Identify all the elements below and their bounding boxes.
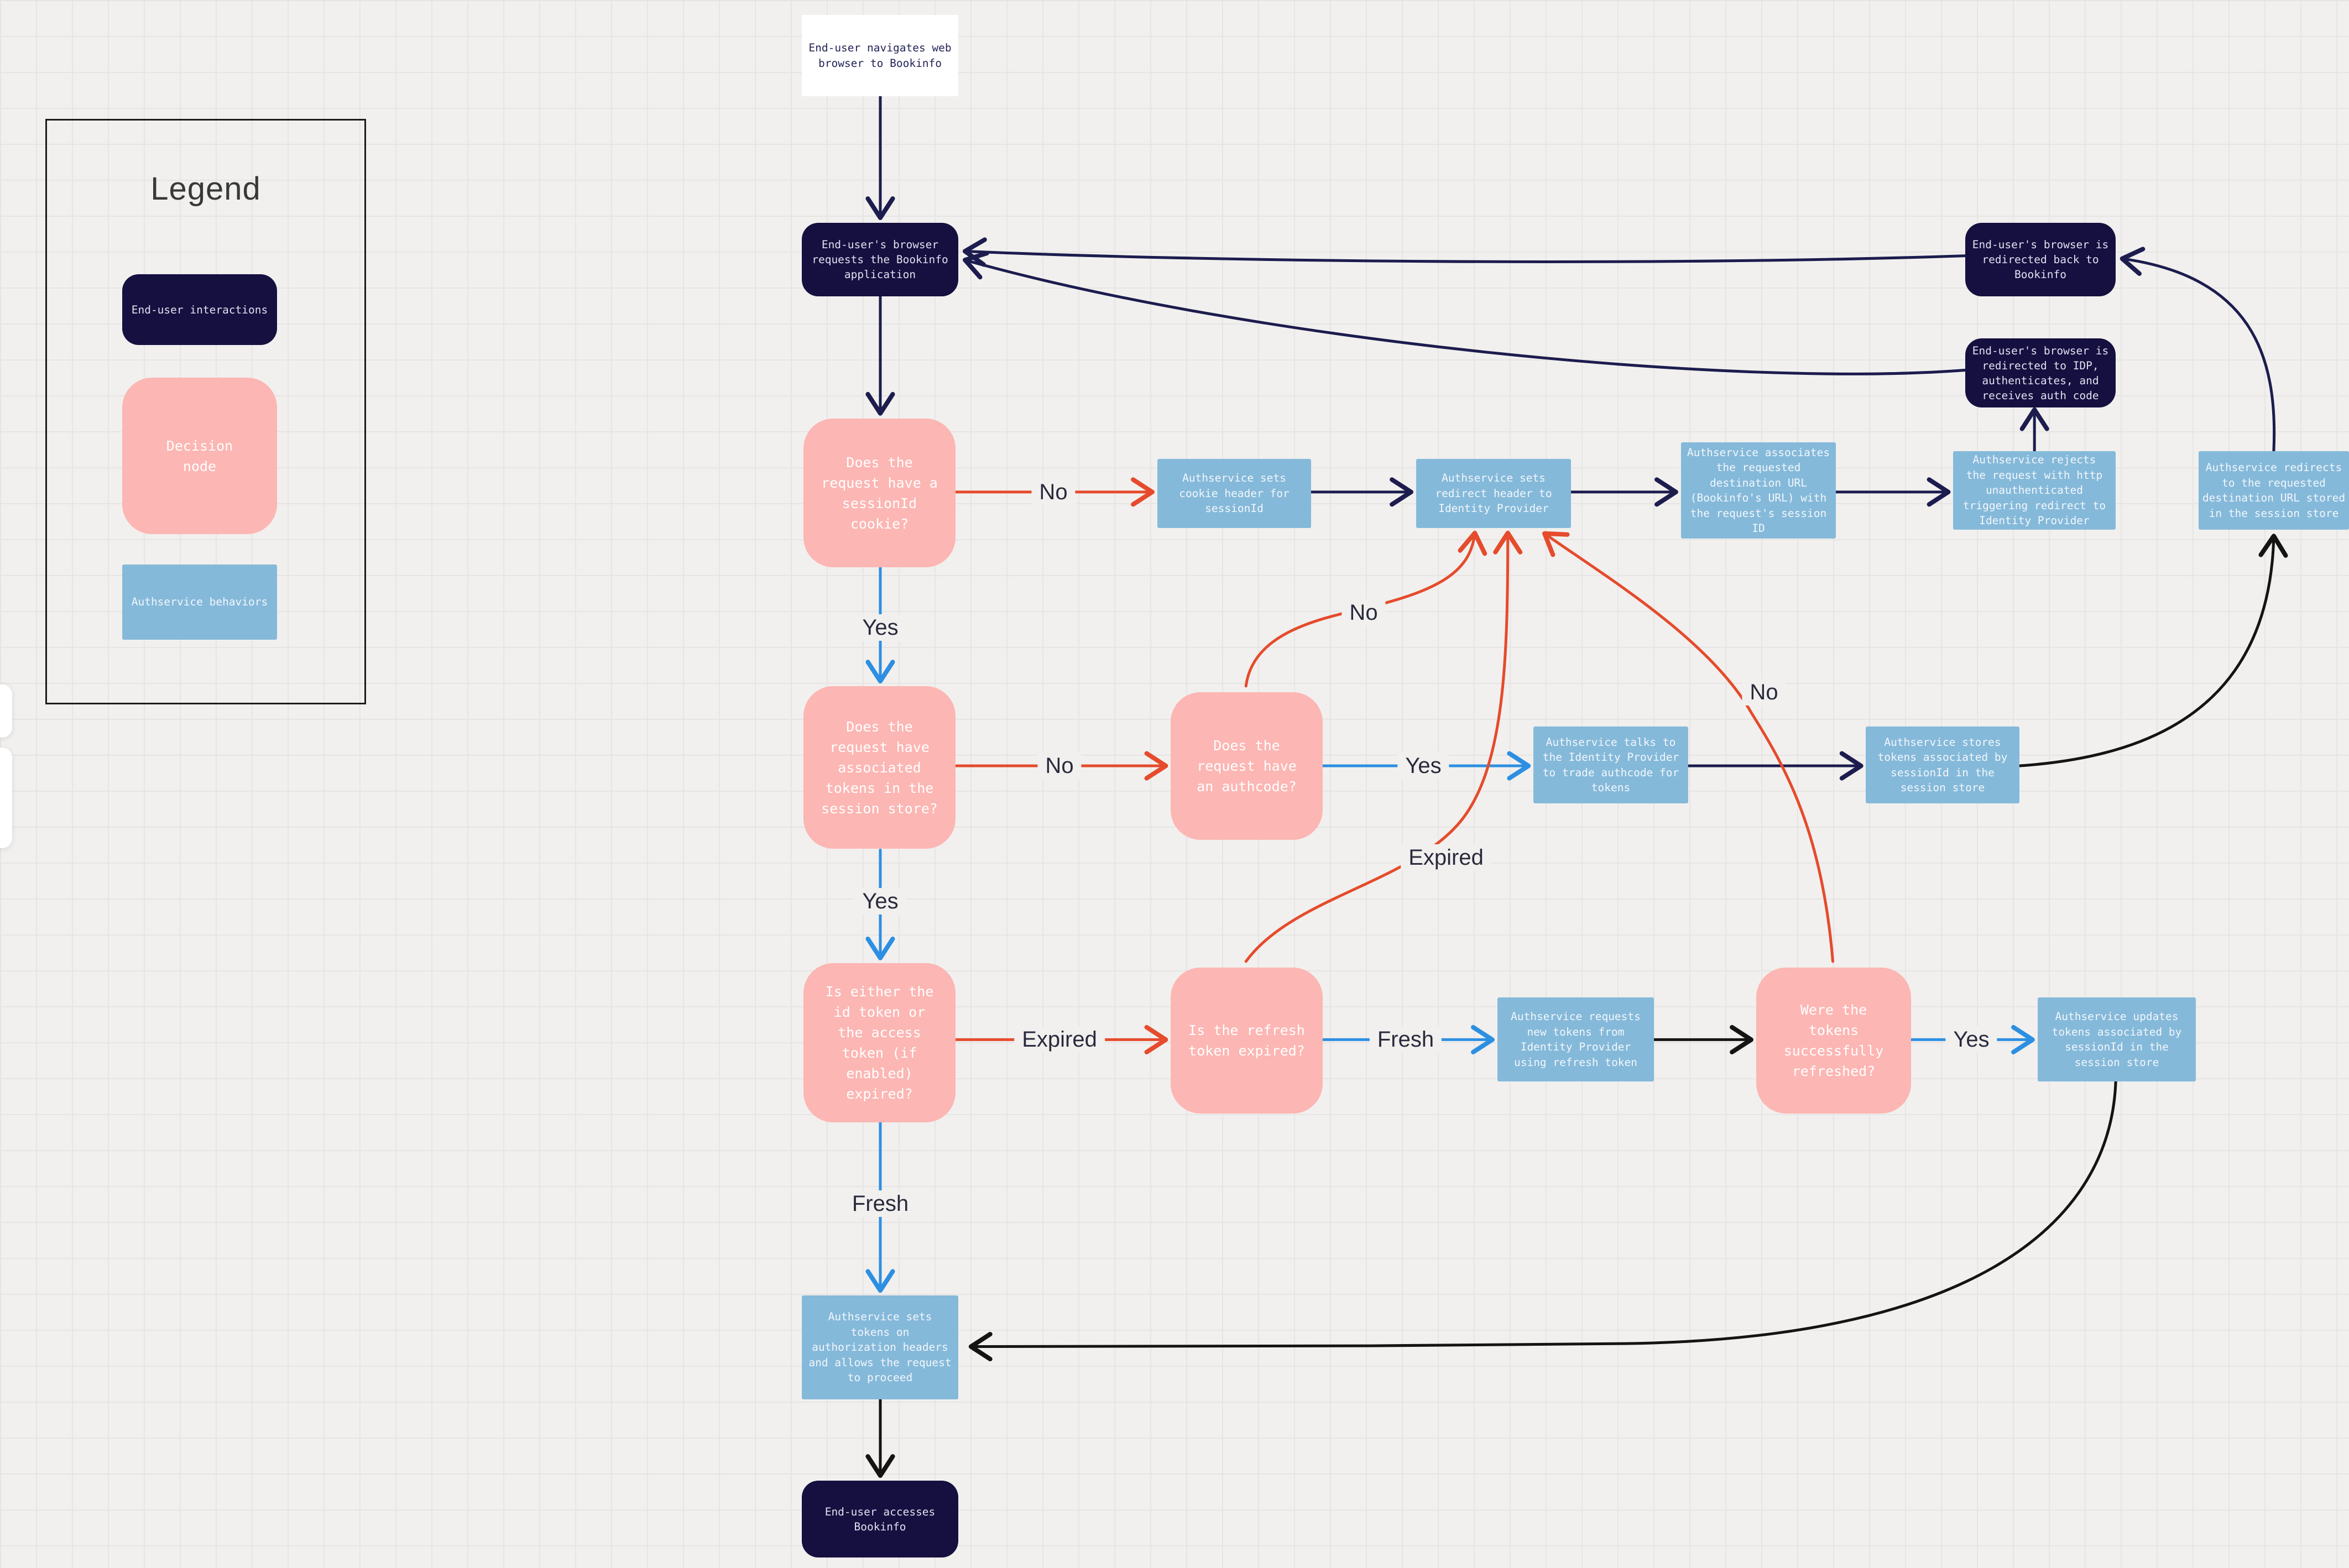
edge-label-no: No [1742, 679, 1786, 705]
node-decision-sessionid-cookie: Does the request have a sessionId cookie… [803, 419, 956, 567]
node-decision-tokens-in-session-store: Does the request have associated tokens … [803, 686, 956, 849]
node-sets-redirect-header: Authservice sets redirect header to Iden… [1416, 459, 1571, 528]
legend-item-end-user-interactions: End-user interactions [122, 274, 277, 345]
node-start-navigate: End-user navigates web browser to Bookin… [802, 15, 958, 96]
node-decision-tokens-refreshed: Were the tokens successfully refreshed? [1756, 968, 1911, 1114]
node-decision-token-expired: Is either the id token or the access tok… [803, 963, 956, 1122]
legend-item-decision-node: Decision node [122, 378, 277, 534]
toolbar-button-partial[interactable] [0, 748, 12, 848]
edge-label-expired: Expired [1014, 1026, 1105, 1053]
node-redirected-back-to-bookinfo: End-user's browser is redirected back to… [1965, 223, 2116, 296]
node-requests-new-tokens: Authservice requests new tokens from Ide… [1497, 997, 1654, 1081]
legend-box: Legend End-user interactions Decision no… [45, 119, 366, 704]
legend-title: Legend [150, 171, 261, 207]
node-redirected-to-idp: End-user's browser is redirected to IDP,… [1965, 338, 2116, 407]
toolbar-button-partial[interactable] [0, 684, 12, 738]
node-talks-to-idp: Authservice talks to the Identity Provid… [1533, 726, 1688, 803]
legend-item-authservice-behaviors: Authservice behaviors [122, 565, 277, 640]
node-sets-cookie-header: Authservice sets cookie header for sessi… [1157, 459, 1311, 528]
edge-label-fresh: Fresh [844, 1190, 917, 1217]
edge-label-yes: Yes [854, 614, 906, 641]
edge-label-no: No [1037, 752, 1082, 779]
edge-label-yes: Yes [1945, 1026, 1997, 1053]
node-browser-requests-bookinfo: End-user's browser requests the Bookinfo… [802, 223, 958, 296]
node-decision-authcode: Does the request have an authcode? [1171, 692, 1323, 840]
node-updates-tokens: Authservice updates tokens associated by… [2038, 997, 2196, 1081]
node-stores-tokens: Authservice stores tokens associated by … [1866, 726, 2019, 803]
edge-label-yes: Yes [854, 888, 906, 914]
edge-label-yes: Yes [1397, 752, 1449, 779]
node-sets-authorization-headers: Authservice sets tokens on authorization… [802, 1295, 958, 1399]
node-redirects-to-destination: Authservice redirects to the requested d… [2199, 451, 2349, 530]
edge-label-no: No [1341, 599, 1386, 626]
edge-label-expired: Expired [1401, 844, 1491, 871]
node-decision-refresh-token-expired: Is the refresh token expired? [1171, 968, 1323, 1114]
edge-label-fresh: Fresh [1369, 1026, 1442, 1053]
node-rejects-request: Authservice rejects the request with htt… [1953, 451, 2116, 530]
edge-label-no: No [1031, 479, 1076, 505]
node-associates-destination-url: Authservice associates the requested des… [1681, 442, 1836, 539]
node-end-user-accesses-bookinfo: End-user accesses Bookinfo [802, 1481, 958, 1557]
